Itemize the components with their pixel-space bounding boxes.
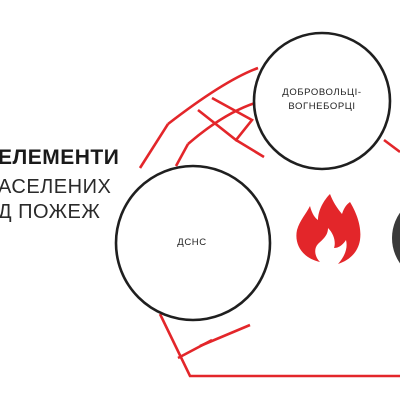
node-volunteers-label: ДОБРОВОЛЬЦІ- ВОГНЕБОРЦІ [268, 86, 376, 114]
ring-track [138, 66, 400, 378]
fire-icon [296, 194, 361, 264]
title-line-3: Д ПОЖЕЖ [0, 201, 101, 223]
ring-inner-left [174, 143, 190, 167]
ring-segment-b [235, 138, 265, 159]
ring-bottom-mid [177, 338, 213, 360]
node-dsns [114, 164, 272, 322]
node-dsns-label: ДСНС [177, 237, 207, 248]
node-volunteers-label-line2: ВОГНЕБОРЦІ [288, 101, 356, 112]
ring-outer-arc [167, 66, 259, 126]
ring-outer-left [138, 123, 170, 169]
ring-segment-a [197, 96, 254, 142]
node-volunteers [252, 31, 392, 171]
title-line-1: ЕЛЕМЕНТИ [0, 146, 120, 169]
ring-bottom-outer [158, 313, 400, 378]
dark-node [392, 212, 400, 264]
ring-inner-arc [187, 100, 259, 145]
title-line-2: АСЕЛЕНИХ [0, 176, 112, 198]
node-volunteers-label-line1: ДОБРОВОЛЬЦІ- [282, 87, 362, 98]
ring-right-top [383, 138, 400, 154]
